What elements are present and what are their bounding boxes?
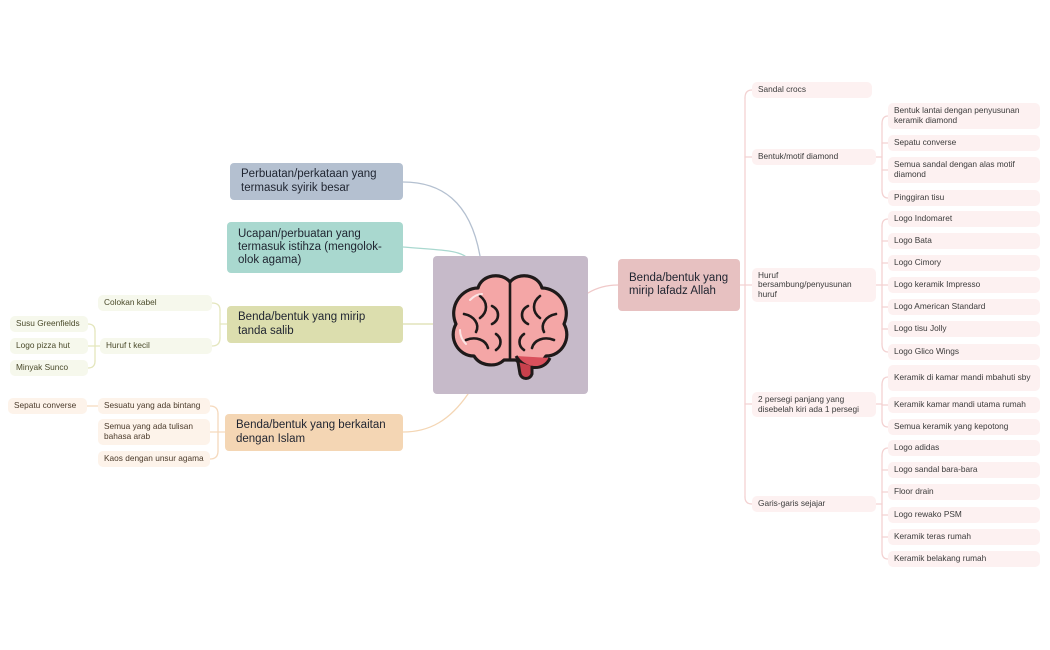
subtopic-logo-sandal-bara-bara[interactable]: Logo sandal bara-bara <box>888 462 1040 478</box>
subtopic-sepatu-converse[interactable]: Sepatu converse <box>888 135 1040 151</box>
topic-label: Sandal crocs <box>758 84 806 95</box>
subtopic-label: Keramik kamar mandi utama rumah <box>894 399 1026 410</box>
subtopic-label: Logo sandal bara-bara <box>894 464 978 475</box>
topic-sandal-crocs[interactable]: Sandal crocs <box>752 82 872 98</box>
subtopic-label: Logo Bata <box>894 235 932 246</box>
topic-label: Bentuk/motif diamond <box>758 151 839 162</box>
subtopic-label: Keramik di kamar mandi mbahuti sby <box>894 372 1031 383</box>
subtopic-logo-bata[interactable]: Logo Bata <box>888 233 1040 249</box>
topic-label: Huruf t kecil <box>106 340 150 351</box>
subtopic-logo-american-standard[interactable]: Logo American Standard <box>888 299 1040 315</box>
main-node-syirik-besar[interactable]: Perbuatan/perkataan yang termasuk syirik… <box>230 163 403 200</box>
subtopic-label: Logo Glico Wings <box>894 346 960 357</box>
subtopic-label: Minyak Sunco <box>16 362 69 373</box>
main-node-label: Benda/bentuk yang mirip tanda salib <box>238 311 366 337</box>
subtopic-logo-rewako-psm[interactable]: Logo rewako PSM <box>888 507 1040 523</box>
main-node-lafadz-allah[interactable]: Benda/bentuk yang mirip lafadz Allah <box>618 259 740 311</box>
main-node-tanda-salib[interactable]: Benda/bentuk yang mirip tanda salib <box>227 306 403 343</box>
central-topic[interactable] <box>433 256 588 394</box>
topic-huruf-t-kecil[interactable]: Huruf t kecil <box>100 338 212 354</box>
subtopic-pinggiran-tisu[interactable]: Pinggiran tisu <box>888 190 1040 206</box>
main-node-berkaitan-islam[interactable]: Benda/bentuk yang berkaitan dengan Islam <box>225 414 403 451</box>
main-node-label: Perbuatan/perkataan yang termasuk syirik… <box>241 168 377 194</box>
subtopic-logo-adidas[interactable]: Logo adidas <box>888 440 1040 456</box>
topic-label: Sesuatu yang ada bintang <box>104 400 201 411</box>
subtopic-logo-indomaret[interactable]: Logo Indomaret <box>888 211 1040 227</box>
subtopic-keramik-mbahuti[interactable]: Keramik di kamar mandi mbahuti sby <box>888 365 1040 391</box>
subtopic-label: Logo Cimory <box>894 257 942 268</box>
topic-garis-sejajar[interactable]: Garis-garis sejajar <box>752 496 876 512</box>
subtopic-label: Semua keramik yang kepotong <box>894 421 1009 432</box>
topic-persegi-panjang[interactable]: 2 persegi panjang yang disebelah kiri ad… <box>752 392 876 417</box>
topic-sesuatu-bintang[interactable]: Sesuatu yang ada bintang <box>98 398 210 414</box>
subtopic-label: Sepatu converse <box>894 137 957 148</box>
topic-label: Kaos dengan unsur agama <box>104 453 204 464</box>
subtopic-label: Susu Greenfields <box>16 318 80 329</box>
subtopic-keramik-teras[interactable]: Keramik teras rumah <box>888 529 1040 545</box>
main-node-label: Benda/bentuk yang berkaitan dengan Islam <box>236 419 386 445</box>
subtopic-label: Keramik belakang rumah <box>894 553 987 564</box>
subtopic-keramik-kamar-mandi[interactable]: Keramik kamar mandi utama rumah <box>888 397 1040 413</box>
subtopic-logo-pizza-hut[interactable]: Logo pizza hut <box>10 338 88 354</box>
subtopic-minyak-sunco[interactable]: Minyak Sunco <box>10 360 88 376</box>
topic-kaos-unsur-agama[interactable]: Kaos dengan unsur agama <box>98 451 210 467</box>
topic-label: Huruf bersambung/penyusunan huruf <box>758 269 852 299</box>
connector-center-blue <box>402 181 481 257</box>
subtopic-label: Logo tisu Jolly <box>894 323 947 334</box>
subtopic-susu-greenfields[interactable]: Susu Greenfields <box>10 316 88 332</box>
subtopic-label: Bentuk lantai dengan penyusunan keramik … <box>894 105 1020 125</box>
subtopic-sepatu-converse-bintang[interactable]: Sepatu converse <box>8 398 87 414</box>
subtopic-lantai-diamond[interactable]: Bentuk lantai dengan penyusunan keramik … <box>888 103 1040 129</box>
subtopic-floor-drain[interactable]: Floor drain <box>888 484 1040 500</box>
connector-center-right <box>587 284 619 294</box>
subtopic-label: Floor drain <box>894 486 934 497</box>
subtopic-sandal-diamond[interactable]: Semua sandal dengan alas motif diamond <box>888 157 1040 183</box>
subtopic-logo-impresso[interactable]: Logo keramik Impresso <box>888 277 1040 293</box>
subtopic-label: Pinggiran tisu <box>894 192 945 203</box>
subtopic-logo-glico-wings[interactable]: Logo Glico Wings <box>888 344 1040 360</box>
topic-colokan-kabel[interactable]: Colokan kabel <box>98 295 212 311</box>
connector-center-teal <box>402 246 466 257</box>
subtopic-keramik-belakang[interactable]: Keramik belakang rumah <box>888 551 1040 567</box>
topic-label: Semua yang ada tulisan bahasa arab <box>104 421 194 441</box>
subtopic-label: Logo Indomaret <box>894 213 953 224</box>
main-node-label: Benda/bentuk yang mirip lafadz Allah <box>629 271 729 297</box>
subtopic-label: Logo rewako PSM <box>894 509 962 520</box>
subtopic-keramik-kepotong[interactable]: Semua keramik yang kepotong <box>888 419 1040 435</box>
topic-label: Colokan kabel <box>104 297 157 308</box>
topic-label: 2 persegi panjang yang disebelah kiri ad… <box>758 393 860 414</box>
subtopic-logo-tisu-jolly[interactable]: Logo tisu Jolly <box>888 321 1040 337</box>
subtopic-logo-cimory[interactable]: Logo Cimory <box>888 255 1040 271</box>
subtopic-label: Semua sandal dengan alas motif diamond <box>894 159 1015 179</box>
connector-center-orange <box>402 393 469 433</box>
subtopic-label: Logo American Standard <box>894 301 986 312</box>
topic-label: Garis-garis sejajar <box>758 498 826 509</box>
main-node-istihza[interactable]: Ucapan/perbuatan yang termasuk istihza (… <box>227 222 403 273</box>
subtopic-label: Logo adidas <box>894 442 940 453</box>
subtopic-label: Keramik teras rumah <box>894 531 972 542</box>
topic-huruf-bersambung[interactable]: Huruf bersambung/penyusunan huruf <box>752 268 876 302</box>
subtopic-label: Logo keramik Impresso <box>894 279 981 290</box>
topic-bentuk-motif-diamond[interactable]: Bentuk/motif diamond <box>752 149 876 165</box>
main-node-label: Ucapan/perbuatan yang termasuk istihza (… <box>238 227 382 267</box>
subtopic-label: Logo pizza hut <box>16 340 70 351</box>
topic-tulisan-bahasa-arab[interactable]: Semua yang ada tulisan bahasa arab <box>98 419 210 445</box>
brain-icon <box>451 274 569 380</box>
subtopic-label: Sepatu converse <box>14 400 77 411</box>
